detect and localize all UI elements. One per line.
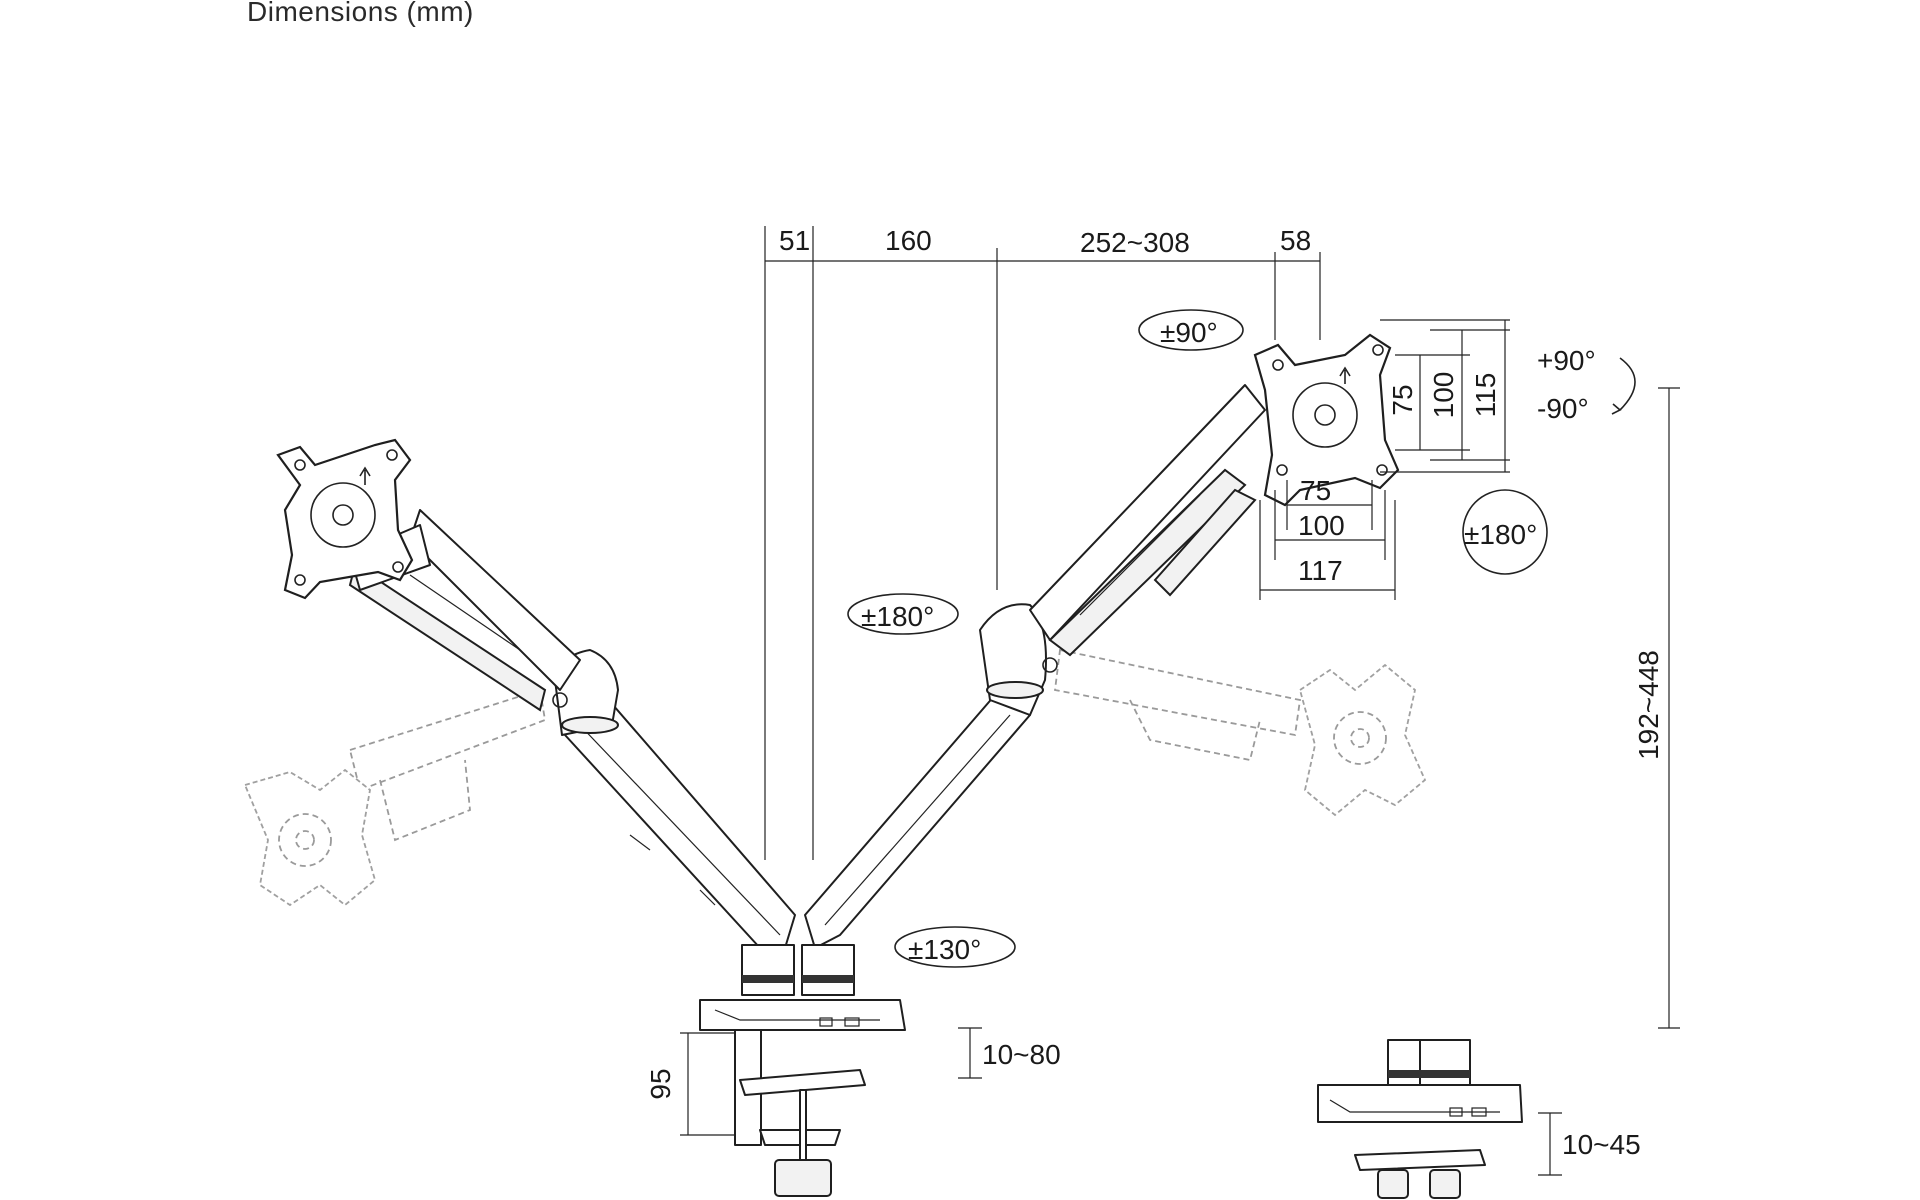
right-vesa-plate	[1253, 333, 1400, 507]
dim-vesa-v75: 75	[1387, 384, 1418, 415]
top-dimension-lines	[764, 226, 1321, 860]
rotation-base-indicator	[894, 926, 1016, 968]
dim-58: 58	[1280, 225, 1311, 256]
rotation-upper-indicator	[847, 593, 959, 635]
dim-vesa-v100: 100	[1428, 372, 1459, 419]
vesa-dimension-lines	[1259, 319, 1510, 600]
dim-vesa-h100: 100	[1298, 510, 1345, 541]
dim-vesa-v115: 115	[1470, 373, 1501, 418]
dim-252-308: 252~308	[1080, 227, 1190, 258]
dim-vesa-h75: 75	[1300, 475, 1331, 506]
clamp-depth-line	[680, 1032, 735, 1136]
left-arm	[348, 509, 796, 949]
rotation-tilt-screen-label: ±90°	[1160, 317, 1218, 348]
tilt-arrow-indicator	[1611, 357, 1636, 415]
dim-160: 160	[885, 225, 932, 256]
clamp-thickness-line	[958, 1027, 982, 1079]
height-range-label: 192~448	[1633, 650, 1664, 760]
rotation-screen-label: ±180°	[1464, 519, 1537, 550]
clamp-depth-label: 95	[645, 1068, 676, 1099]
grommet-thickness-line	[1538, 1112, 1562, 1176]
dim-vesa-h117: 117	[1298, 555, 1343, 586]
height-range-line	[1658, 387, 1680, 1029]
left-vesa-plate	[276, 438, 414, 600]
rotation-screen-indicator	[1462, 489, 1548, 575]
ghost-right-position	[1054, 648, 1427, 817]
grommet-base	[1317, 1039, 1523, 1199]
rotation-upper-label: ±180°	[861, 601, 934, 632]
tilt-positive-label: +90°	[1537, 345, 1596, 376]
diagram-title: Dimensions (mm)	[247, 0, 474, 27]
grommet-thickness-label: 10~45	[1562, 1129, 1641, 1160]
clamp-thickness-label: 10~80	[982, 1039, 1061, 1070]
clamp-base	[699, 944, 906, 1197]
tilt-negative-label: -90°	[1537, 393, 1589, 424]
rotation-base-label: ±130°	[908, 934, 981, 965]
right-arm	[804, 384, 1266, 949]
ghost-left-position	[243, 688, 547, 907]
rotation-tilt-screen-indicator	[1138, 309, 1244, 351]
dim-51: 51	[779, 225, 810, 256]
